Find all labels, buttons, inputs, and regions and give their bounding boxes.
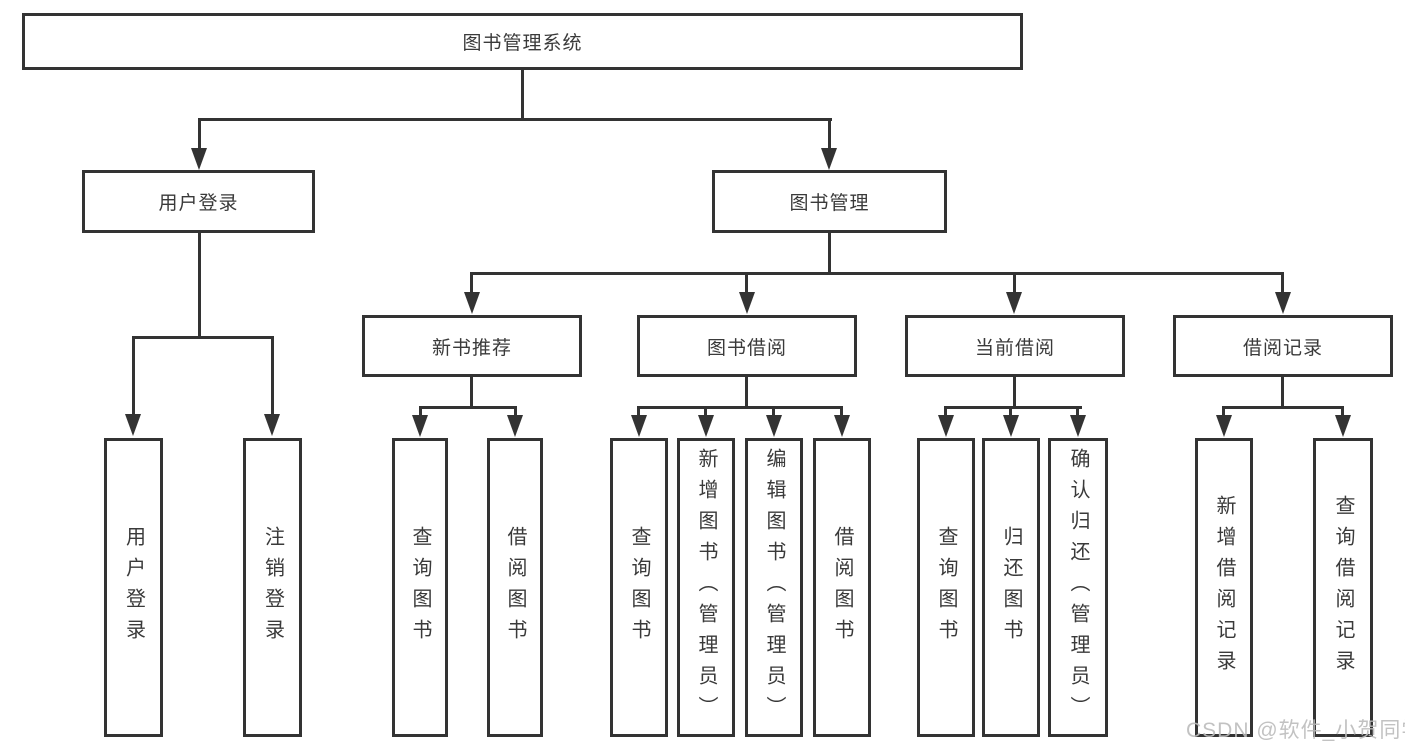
connector-line — [1013, 272, 1016, 295]
connector-line — [470, 272, 473, 295]
leaf-query-books-borrow: 查询图书 — [610, 438, 668, 737]
connector-line — [944, 406, 1082, 409]
leaf-add-books-admin: 新增图书（管理员） — [677, 438, 735, 737]
connector-line — [514, 406, 517, 418]
leaf-borrow-books-recommend: 借阅图书 — [487, 438, 543, 737]
node-user-login: 用户登录 — [82, 170, 315, 233]
node-root-label: 图书管理系统 — [462, 33, 583, 54]
arrow-down-icon — [766, 415, 782, 437]
csdn-watermark: CSDN @软件_小贺同学 — [1186, 719, 1405, 742]
connector-line — [1222, 406, 1344, 409]
connector-line — [470, 272, 1284, 275]
connector-line — [1222, 406, 1225, 418]
arrow-down-icon — [191, 148, 207, 170]
leaf-edit-books-admin: 编辑图书（管理员） — [745, 438, 803, 737]
node-new-book-recommend: 新书推荐 — [362, 315, 582, 377]
arrow-down-icon — [1335, 415, 1351, 437]
connector-line — [1013, 377, 1016, 408]
connector-line — [470, 377, 473, 408]
connector-line — [271, 336, 274, 416]
leaf-logout: 注销登录 — [243, 438, 302, 737]
connector-line — [1281, 272, 1284, 295]
connector-line — [419, 406, 517, 409]
arrow-down-icon — [264, 414, 280, 436]
arrow-down-icon — [631, 415, 647, 437]
leaf-query-books-recommend: 查询图书 — [392, 438, 448, 737]
leaf-add-borrow-record: 新增借阅记录 — [1195, 438, 1253, 737]
arrow-down-icon — [507, 415, 523, 437]
node-borrow-records-label: 借阅记录 — [1242, 337, 1323, 359]
connector-line — [1076, 406, 1079, 418]
arrow-down-icon — [412, 415, 428, 437]
connector-line — [772, 406, 775, 418]
arrow-down-icon — [1216, 415, 1232, 437]
node-current-borrow-label: 当前借阅 — [974, 337, 1055, 359]
node-root: 图书管理系统 — [22, 13, 1023, 70]
connector-line — [745, 377, 748, 408]
arrow-down-icon — [125, 414, 141, 436]
node-current-borrow: 当前借阅 — [905, 315, 1125, 377]
leaf-return-books: 归还图书 — [982, 438, 1040, 737]
arrow-down-icon — [821, 148, 837, 170]
node-book-management-label: 图书管理 — [789, 193, 870, 214]
connector-line — [1281, 377, 1284, 408]
node-borrow-records: 借阅记录 — [1173, 315, 1393, 377]
arrow-down-icon — [938, 415, 954, 437]
leaf-confirm-return-admin: 确认归还（管理员） — [1048, 438, 1108, 737]
node-book-borrow-label: 图书借阅 — [706, 337, 787, 359]
arrow-down-icon — [1275, 292, 1291, 314]
leaf-user-login: 用户登录 — [104, 438, 163, 737]
connector-line — [944, 406, 947, 418]
connector-line — [198, 118, 201, 151]
connector-line — [637, 406, 843, 409]
connector-line — [132, 336, 274, 339]
leaf-query-borrow-record: 查询借阅记录 — [1313, 438, 1373, 737]
arrow-down-icon — [834, 415, 850, 437]
arrow-down-icon — [1070, 415, 1086, 437]
leaf-borrow-books: 借阅图书 — [813, 438, 871, 737]
leaf-query-books-current: 查询图书 — [917, 438, 975, 737]
connector-line — [1341, 406, 1344, 418]
connector-line — [198, 233, 201, 338]
node-new-book-recommend-label: 新书推荐 — [431, 337, 512, 359]
arrow-down-icon — [1006, 292, 1022, 314]
node-book-management: 图书管理 — [712, 170, 947, 233]
arrow-down-icon — [464, 292, 480, 314]
connector-line — [637, 406, 640, 418]
connector-line — [840, 406, 843, 418]
node-book-borrow: 图书借阅 — [637, 315, 857, 377]
connector-line — [1009, 406, 1012, 418]
connector-line — [132, 336, 135, 416]
connector-line — [828, 118, 831, 151]
arrow-down-icon — [1003, 415, 1019, 437]
arrow-down-icon — [739, 292, 755, 314]
node-user-login-label: 用户登录 — [158, 193, 239, 214]
connector-line — [419, 406, 422, 418]
connector-line — [521, 70, 524, 119]
connector-line — [745, 272, 748, 295]
connector-line — [198, 118, 832, 121]
connector-line — [828, 233, 831, 274]
arrow-down-icon — [698, 415, 714, 437]
connector-line — [704, 406, 707, 418]
